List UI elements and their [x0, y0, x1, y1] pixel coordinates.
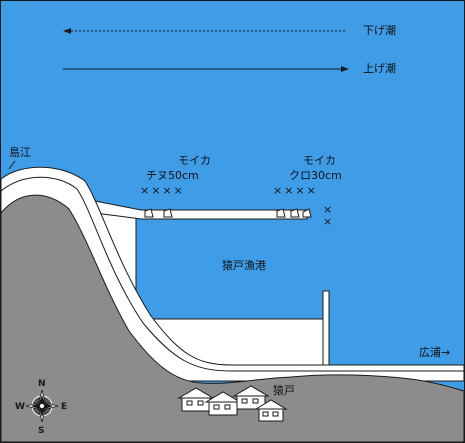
road-line: [1, 176, 464, 372]
falling-tide-arrow: [63, 28, 347, 34]
left-spot-marks: ××××: [140, 184, 185, 197]
house: [254, 399, 288, 422]
place-village: 猿戸: [273, 384, 295, 397]
compass-west: W: [15, 402, 25, 412]
river-mark: [8, 160, 16, 170]
village-houses: [177, 385, 288, 422]
right-spot-fish: クロ30cm: [289, 169, 342, 182]
breakwater-end-mark: ×: [323, 215, 335, 228]
compass-rose-icon: [25, 389, 59, 423]
left-spot-fish: チヌ50cm: [146, 169, 199, 182]
compass-south: S: [38, 426, 45, 436]
house: [232, 385, 270, 410]
compass-east: E: [61, 402, 68, 412]
buoy-markers: [144, 208, 312, 218]
rising-tide-arrow: [63, 66, 349, 72]
falling-tide-label: 下げ潮: [363, 24, 396, 37]
house: [204, 391, 242, 416]
left-spot-squid: モイカ: [178, 154, 211, 167]
place-harbor: 猿戸漁港: [222, 259, 266, 272]
house: [177, 387, 215, 412]
rising-tide-label: 上げ潮: [363, 62, 396, 75]
land: [1, 194, 464, 442]
right-spot-marks: ××××: [273, 184, 318, 197]
compass-north: N: [38, 379, 46, 389]
pier-post: [322, 290, 330, 367]
place-hiroura: 広浦→: [419, 346, 451, 359]
place-island-river: 島江: [9, 146, 31, 159]
breakwater-end-mark: ×: [323, 203, 335, 216]
right-spot-squid: モイカ: [303, 154, 336, 167]
